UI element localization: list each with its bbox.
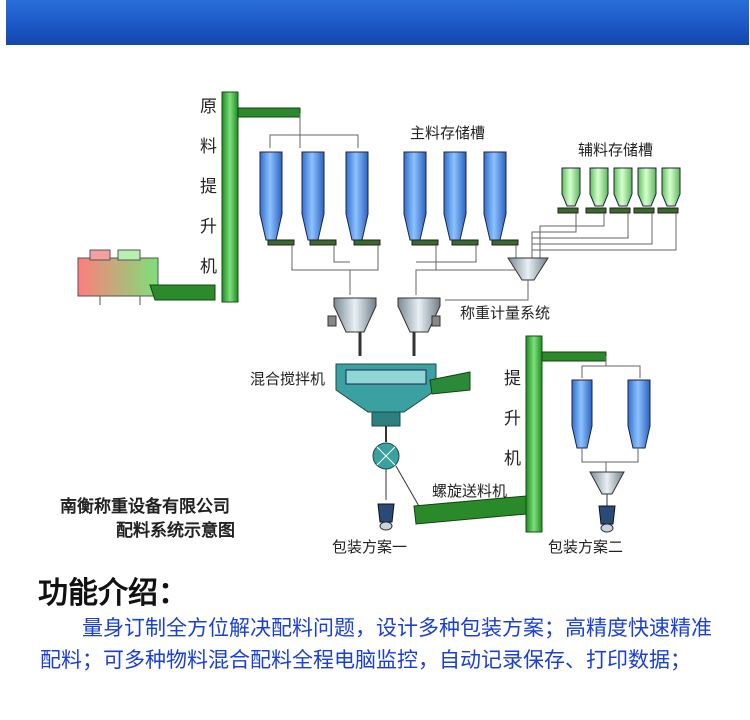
packaging-one-label: 包装方案一 xyxy=(332,538,407,556)
main-storage-label: 主料存储槽 xyxy=(410,124,485,142)
aux-storage-silos xyxy=(557,167,681,214)
diagram-caption: 配料系统示意图 xyxy=(116,520,235,541)
svg-text:提: 提 xyxy=(200,177,217,197)
top-banner xyxy=(6,0,749,45)
main-silo xyxy=(259,151,283,241)
svg-text:原: 原 xyxy=(200,97,217,117)
main-silo xyxy=(483,151,507,241)
packaging-two-silos xyxy=(571,379,651,449)
mixer xyxy=(335,363,471,427)
intro-title: 功能介绍： xyxy=(38,576,188,611)
raw-elevator-conveyor xyxy=(149,91,301,303)
svg-text:提: 提 xyxy=(504,369,521,389)
elevator-label: 提 升 机 xyxy=(504,369,521,469)
svg-text:机: 机 xyxy=(504,449,521,469)
batching-system-diagram: 原 料 提 升 机 主料存储槽 xyxy=(60,91,681,556)
main-storage-silos xyxy=(259,151,519,246)
intro-text: 量身订制全方位解决配料问题，设计多种包装方案；高精度快速精准配料；可多种物料混合… xyxy=(40,616,712,672)
raw-elevator-label: 原 料 提 升 机 xyxy=(200,97,217,277)
aux-storage-label: 辅料存储槽 xyxy=(578,141,653,159)
svg-text:升: 升 xyxy=(200,217,217,237)
svg-text:料: 料 xyxy=(200,137,217,157)
main-silo xyxy=(301,151,325,241)
main-silo xyxy=(443,151,467,241)
raw-material-feeder xyxy=(77,249,159,305)
diverter-valve xyxy=(372,426,421,509)
weighing-system-label: 称重计量系统 xyxy=(460,304,550,322)
packaging-two-label: 包装方案二 xyxy=(548,538,623,556)
screw-conveyor xyxy=(413,495,527,525)
main-silo xyxy=(345,151,369,241)
packaging-one-unit xyxy=(377,503,395,531)
main-silo xyxy=(403,151,427,241)
weighing-hoppers xyxy=(327,297,441,356)
svg-text:升: 升 xyxy=(504,409,521,429)
screw-conveyor-label: 螺旋送料机 xyxy=(432,482,507,500)
aux-weigh-hopper xyxy=(507,257,549,292)
packaging-two-hopper xyxy=(589,471,625,533)
mixer-label: 混合搅拌机 xyxy=(250,370,325,388)
svg-text:机: 机 xyxy=(200,257,217,277)
company-name: 南衡称重设备有限公司 xyxy=(60,496,230,517)
elevator-conveyor xyxy=(525,335,607,533)
